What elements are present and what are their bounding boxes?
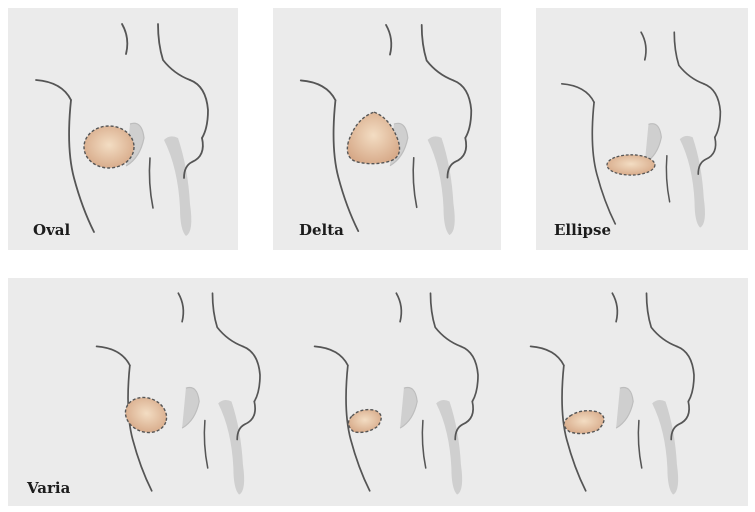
torso-illustration (536, 8, 748, 250)
oval-label: Oval (33, 223, 70, 238)
delta-prosthesis (347, 112, 399, 164)
ellipse-panel: Ellipse (536, 8, 748, 250)
ellipse-label: Ellipse (554, 223, 611, 238)
delta-label: Delta (299, 223, 344, 238)
torso-illustration (8, 8, 238, 250)
varia-label: Varia (27, 481, 70, 496)
varia-illustrations (8, 278, 748, 506)
delta-panel: Delta (273, 8, 501, 250)
varia-prosthesis-3 (564, 411, 604, 434)
varia-prosthesis-2 (348, 410, 381, 433)
varia-panel: Varia (8, 278, 748, 506)
oval-prosthesis (84, 126, 134, 168)
torso-illustration (273, 8, 501, 250)
ellipse-prosthesis (607, 155, 655, 175)
oval-panel: Oval (8, 8, 238, 250)
